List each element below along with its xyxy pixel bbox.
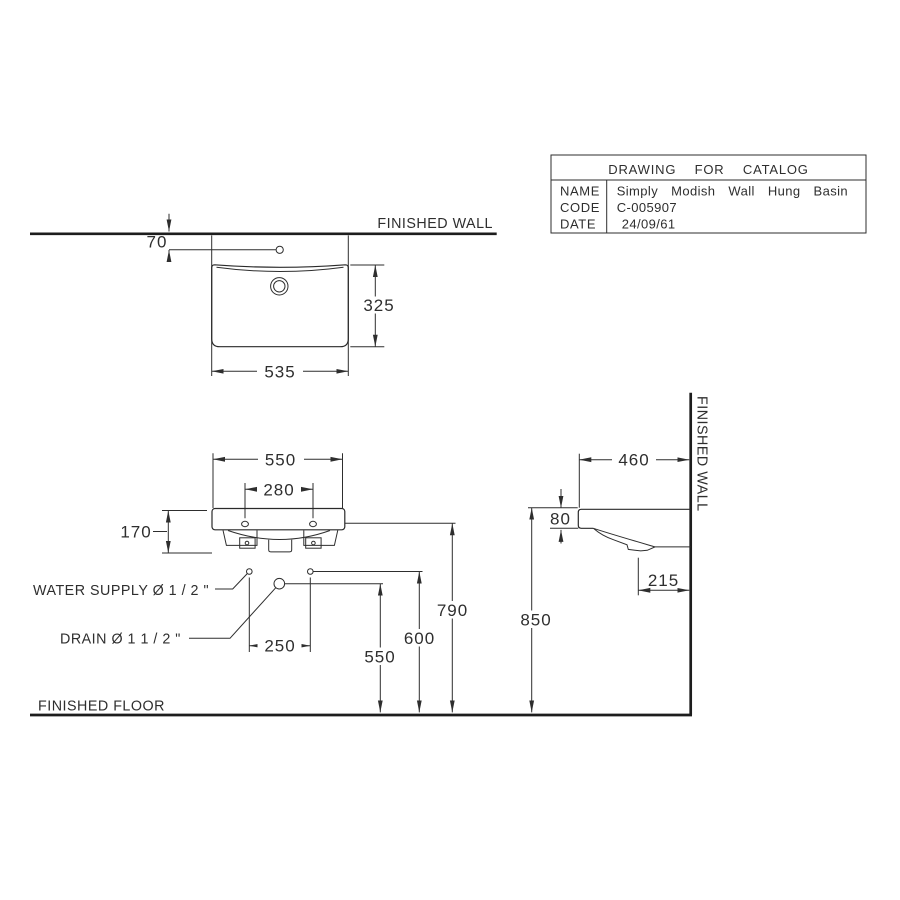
basin-outer-profile-side [592,527,691,552]
dim-550w-text: 550 [265,450,296,469]
dim-550w-text-mask [258,450,304,468]
basin-top-view: FINISHED WALL 70 325 535 [30,213,497,381]
dim-80-text: 80 [550,509,571,528]
floor-group: FINISHED FLOOR [30,699,692,717]
bowl-underside-line-side [593,527,656,548]
drain-inner-circle-top-view [273,280,286,293]
basin-front-view: 550 280 170 WATER SUPPLY Ø 1 / 2 " [33,450,475,713]
dim-600-text-mask [397,629,442,647]
dim-325-text: 325 [363,296,394,315]
title-block-code-label: CODE [560,200,600,215]
bracket-slot-right [305,537,322,549]
title-block-border [550,154,867,234]
dim-790-text: 790 [437,601,468,620]
finished-wall-label-side: FINISHED WALL [694,396,710,512]
finished-floor-label: FINISHED FLOOR [38,699,165,715]
faucet-hole-left-front [241,520,249,528]
dim-550h-text: 550 [364,647,395,666]
dim-280-text: 280 [263,480,294,499]
dim-790-text-mask [430,601,475,619]
dim-550h-text-mask [358,647,402,665]
drain-point [273,577,286,590]
title-block-date-label: DATE [560,217,596,232]
faucet-hole-right-front [309,520,317,528]
finished-wall-label-top: FINISHED WALL [377,216,493,232]
basin-body-front-view [211,507,346,531]
mount-bracket-right [303,530,339,546]
dim-250-text: 250 [264,637,295,656]
basin-inner-rim-curve [216,266,344,272]
title-block-name-label: NAME [560,184,600,199]
drain-label: DRAIN Ø 1 1 / 2 " [60,631,181,647]
dim-70-text: 70 [147,233,168,252]
water-supply-label: WATER SUPPLY Ø 1 / 2 " [33,583,209,599]
dim-535-text-mask [257,362,303,380]
mount-bracket-left [222,530,258,546]
dim-850-text: 850 [520,610,551,629]
water-supply-point-right [307,568,314,575]
basin-rim-band-side [577,508,691,529]
dim-600-text: 600 [404,629,435,648]
title-block-title: DRAWING FOR CATALOG [608,162,808,177]
dim-850-text-mask [514,610,558,628]
drain-outer-circle-top-view [270,277,289,296]
bowl-underside-arc-front [227,530,331,540]
dim-325-text-mask [357,296,399,314]
dim-215-text: 215 [648,571,679,590]
dim-460-text: 460 [618,451,649,470]
basin-rim-outline-top-view [211,264,349,348]
faucet-hole-top-view [275,245,284,254]
bracket-bolt-right [311,540,316,546]
dim-460-text-mask [612,451,656,469]
water-supply-point-left [246,568,253,575]
title-block-code-value: C-005907 [617,200,677,215]
drain-leader [189,587,277,639]
bracket-bolt-left [244,540,250,546]
dim-170-text: 170 [120,523,151,542]
dim-535-text: 535 [264,362,295,381]
title-block: DRAWING FOR CATALOG NAME Simply Modish W… [550,154,867,234]
trap-cover-front [268,539,293,553]
water-supply-leader [215,573,248,590]
title-block-name-value: Simply Modish Wall Hung Basin [617,184,848,199]
basin-side-view: FINISHED WALL 850 460 80 215 [514,392,710,715]
dim-280-text-mask [257,480,301,498]
bracket-slot-left [239,537,256,549]
title-block-date-value: 24/09/61 [622,217,676,232]
dim-250-text-mask [257,637,302,654]
